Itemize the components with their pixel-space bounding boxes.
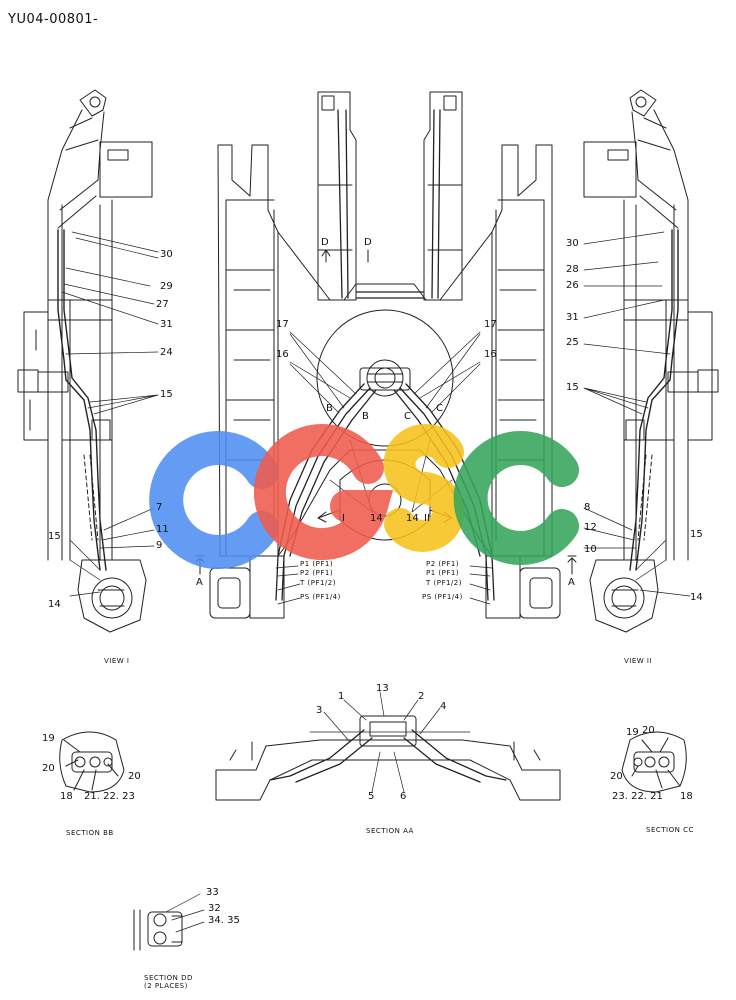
callout-label: 15 <box>48 531 61 542</box>
callout-label: 6 <box>400 791 407 802</box>
section-dd-note: (2 PLACES) <box>144 982 188 990</box>
callout-label: 10 <box>584 544 597 555</box>
section-cc-drawing <box>621 731 687 793</box>
port-label: P2 (PF1) <box>426 560 460 568</box>
section-dd-caption: SECTION DD <box>144 974 193 982</box>
callout-label: 28 <box>566 264 579 275</box>
port-label: T (PF1/2) <box>426 579 462 587</box>
callout-label: 30 <box>566 238 579 249</box>
callout-label: 14 <box>406 513 419 524</box>
watermark-letter-c-green <box>453 431 579 565</box>
callout-label: 33 <box>206 887 219 898</box>
callout-label: 30 <box>160 249 173 260</box>
callout-label: 1 <box>338 691 345 702</box>
callout-label: 19 <box>42 733 55 744</box>
section-marker-b: B <box>362 411 369 422</box>
view-marker-two: II <box>424 513 430 524</box>
callout-label: 29 <box>160 281 173 292</box>
callout-label: 9 <box>156 540 163 551</box>
callout-label: 26 <box>566 280 579 291</box>
port-label: P2 (PF1) <box>300 569 334 577</box>
callout-label: 20 <box>642 725 655 736</box>
callout-label: 17 <box>484 319 497 330</box>
section-marker-c: C <box>436 403 443 414</box>
callout-label: 21. 22. 23 <box>84 791 135 802</box>
callout-label: 31 <box>160 319 173 330</box>
callout-label: 31 <box>566 312 579 323</box>
callout-label: 7 <box>156 502 163 513</box>
section-marker-c: C <box>404 411 411 422</box>
callout-label: 14 <box>690 592 703 603</box>
callout-label: 23. 22. 21 <box>612 791 663 802</box>
section-marker-d-left: D <box>321 237 329 248</box>
center-frame-drawing <box>195 91 577 619</box>
callout-label: 27 <box>156 299 169 310</box>
callout-label: 20 <box>128 771 141 782</box>
section-bb-drawing <box>59 731 125 793</box>
callout-label: 17 <box>276 319 289 330</box>
port-label: T (PF1/2) <box>300 579 336 587</box>
callout-label: 15 <box>690 529 703 540</box>
section-marker-d-right: D <box>364 237 372 248</box>
view-marker-one: I <box>342 513 345 524</box>
callout-label: 11 <box>156 524 169 535</box>
callout-label: 16 <box>484 349 497 360</box>
callout-label: 14 <box>370 513 383 524</box>
section-dd-drawing <box>133 893 205 951</box>
callout-label: 4 <box>440 701 447 712</box>
section-marker-a-left: A <box>196 577 203 588</box>
callout-label: 32 <box>208 903 221 914</box>
view-two-caption: VIEW II <box>624 657 653 665</box>
callout-label: 24 <box>160 347 173 358</box>
section-cc-caption: SECTION CC <box>646 826 694 834</box>
port-label: P1 (PF1) <box>300 560 334 568</box>
callout-label: 12 <box>584 522 597 533</box>
view-one-caption: VIEW I <box>104 657 130 665</box>
callout-label: 15 <box>566 382 579 393</box>
callout-label: 19 <box>626 727 639 738</box>
section-aa-caption: SECTION AA <box>366 827 414 835</box>
document-id: YU04-00801- <box>8 12 99 27</box>
watermark-letter-g-red <box>253 424 394 561</box>
callout-label: 20 <box>42 763 55 774</box>
section-aa-drawing <box>215 691 561 801</box>
callout-label: 16 <box>276 349 289 360</box>
callout-label: 14 <box>48 599 61 610</box>
callout-label: 25 <box>566 337 579 348</box>
callout-label: 15 <box>160 389 173 400</box>
callout-label: 5 <box>368 791 375 802</box>
callout-label: 8 <box>584 502 591 513</box>
view-two-drawing <box>583 89 719 633</box>
port-label: P1 (PF1) <box>426 569 460 577</box>
callout-label: 18 <box>60 791 73 802</box>
callout-label: 34. 35 <box>208 915 240 926</box>
section-marker-b: B <box>326 403 333 414</box>
section-bb-caption: SECTION BB <box>66 829 114 837</box>
watermark-letter-s-yellow <box>383 424 465 552</box>
section-marker-a-right: A <box>568 577 575 588</box>
callout-label: 20 <box>610 771 623 782</box>
callout-label: 3 <box>316 705 323 716</box>
callout-label: 13 <box>376 683 389 694</box>
watermark-letter-c-blue <box>149 431 279 569</box>
callout-label: 18 <box>680 791 693 802</box>
view-one-drawing <box>17 89 159 633</box>
callout-label: 2 <box>418 691 425 702</box>
port-label: PS (PF1/4) <box>300 593 341 601</box>
port-label: PS (PF1/4) <box>422 593 463 601</box>
